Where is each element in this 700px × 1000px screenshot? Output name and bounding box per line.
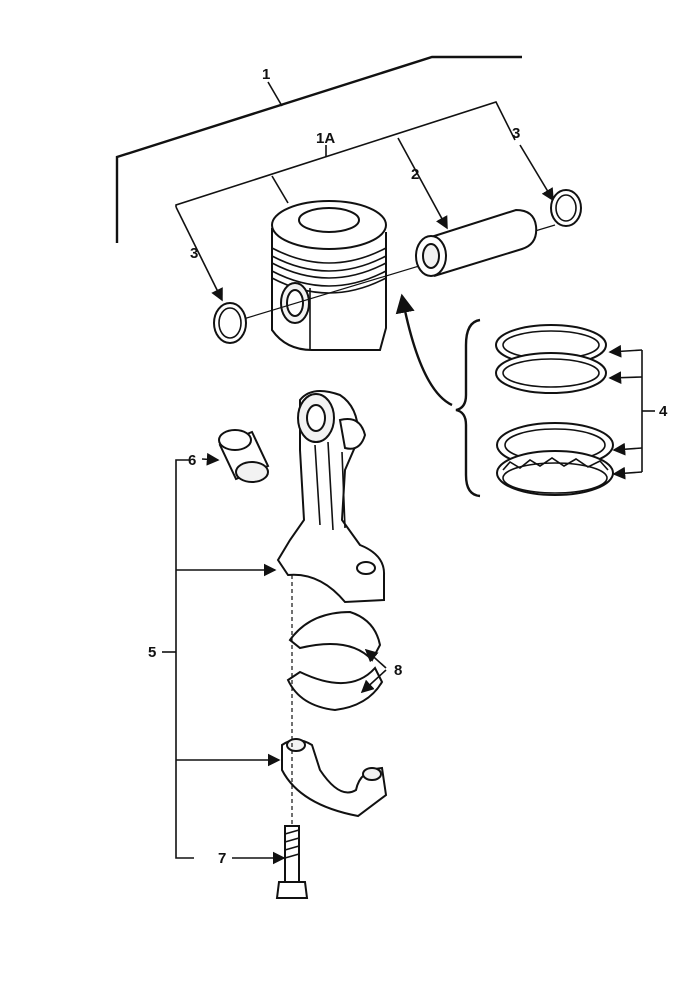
callout-1a: 1A — [316, 130, 335, 147]
callout-4: 4 — [659, 403, 668, 420]
rings-brace — [455, 318, 481, 498]
bracket-1 — [115, 55, 522, 243]
snap-ring-left — [213, 302, 247, 344]
leader-1 — [267, 81, 283, 107]
rings-install-arrow — [395, 293, 453, 407]
bearing-cap — [281, 738, 388, 818]
leader-lines — [115, 55, 554, 302]
bracket-5 — [162, 459, 286, 865]
callout-3-left: 3 — [190, 245, 198, 262]
bushing — [201, 429, 270, 483]
leader-2 — [397, 137, 448, 230]
piston-rings — [455, 318, 655, 498]
piston-pin — [415, 208, 538, 277]
bolt — [275, 825, 309, 899]
callout-8: 8 — [394, 662, 402, 679]
leader-3-left — [175, 206, 223, 302]
callout-2: 2 — [411, 166, 419, 183]
connecting-rod — [276, 390, 386, 604]
bearing-shells — [286, 610, 387, 712]
leader-3-right — [519, 144, 554, 202]
callout-1: 1 — [262, 66, 270, 83]
callout-3-right: 3 — [512, 125, 520, 142]
bracket-1a — [175, 101, 516, 207]
callout-5: 5 — [148, 644, 156, 661]
piston — [271, 200, 387, 351]
callout-6: 6 — [188, 452, 196, 469]
snap-ring-right — [550, 189, 582, 227]
leader-piston — [271, 175, 289, 204]
callout-7: 7 — [218, 850, 226, 867]
